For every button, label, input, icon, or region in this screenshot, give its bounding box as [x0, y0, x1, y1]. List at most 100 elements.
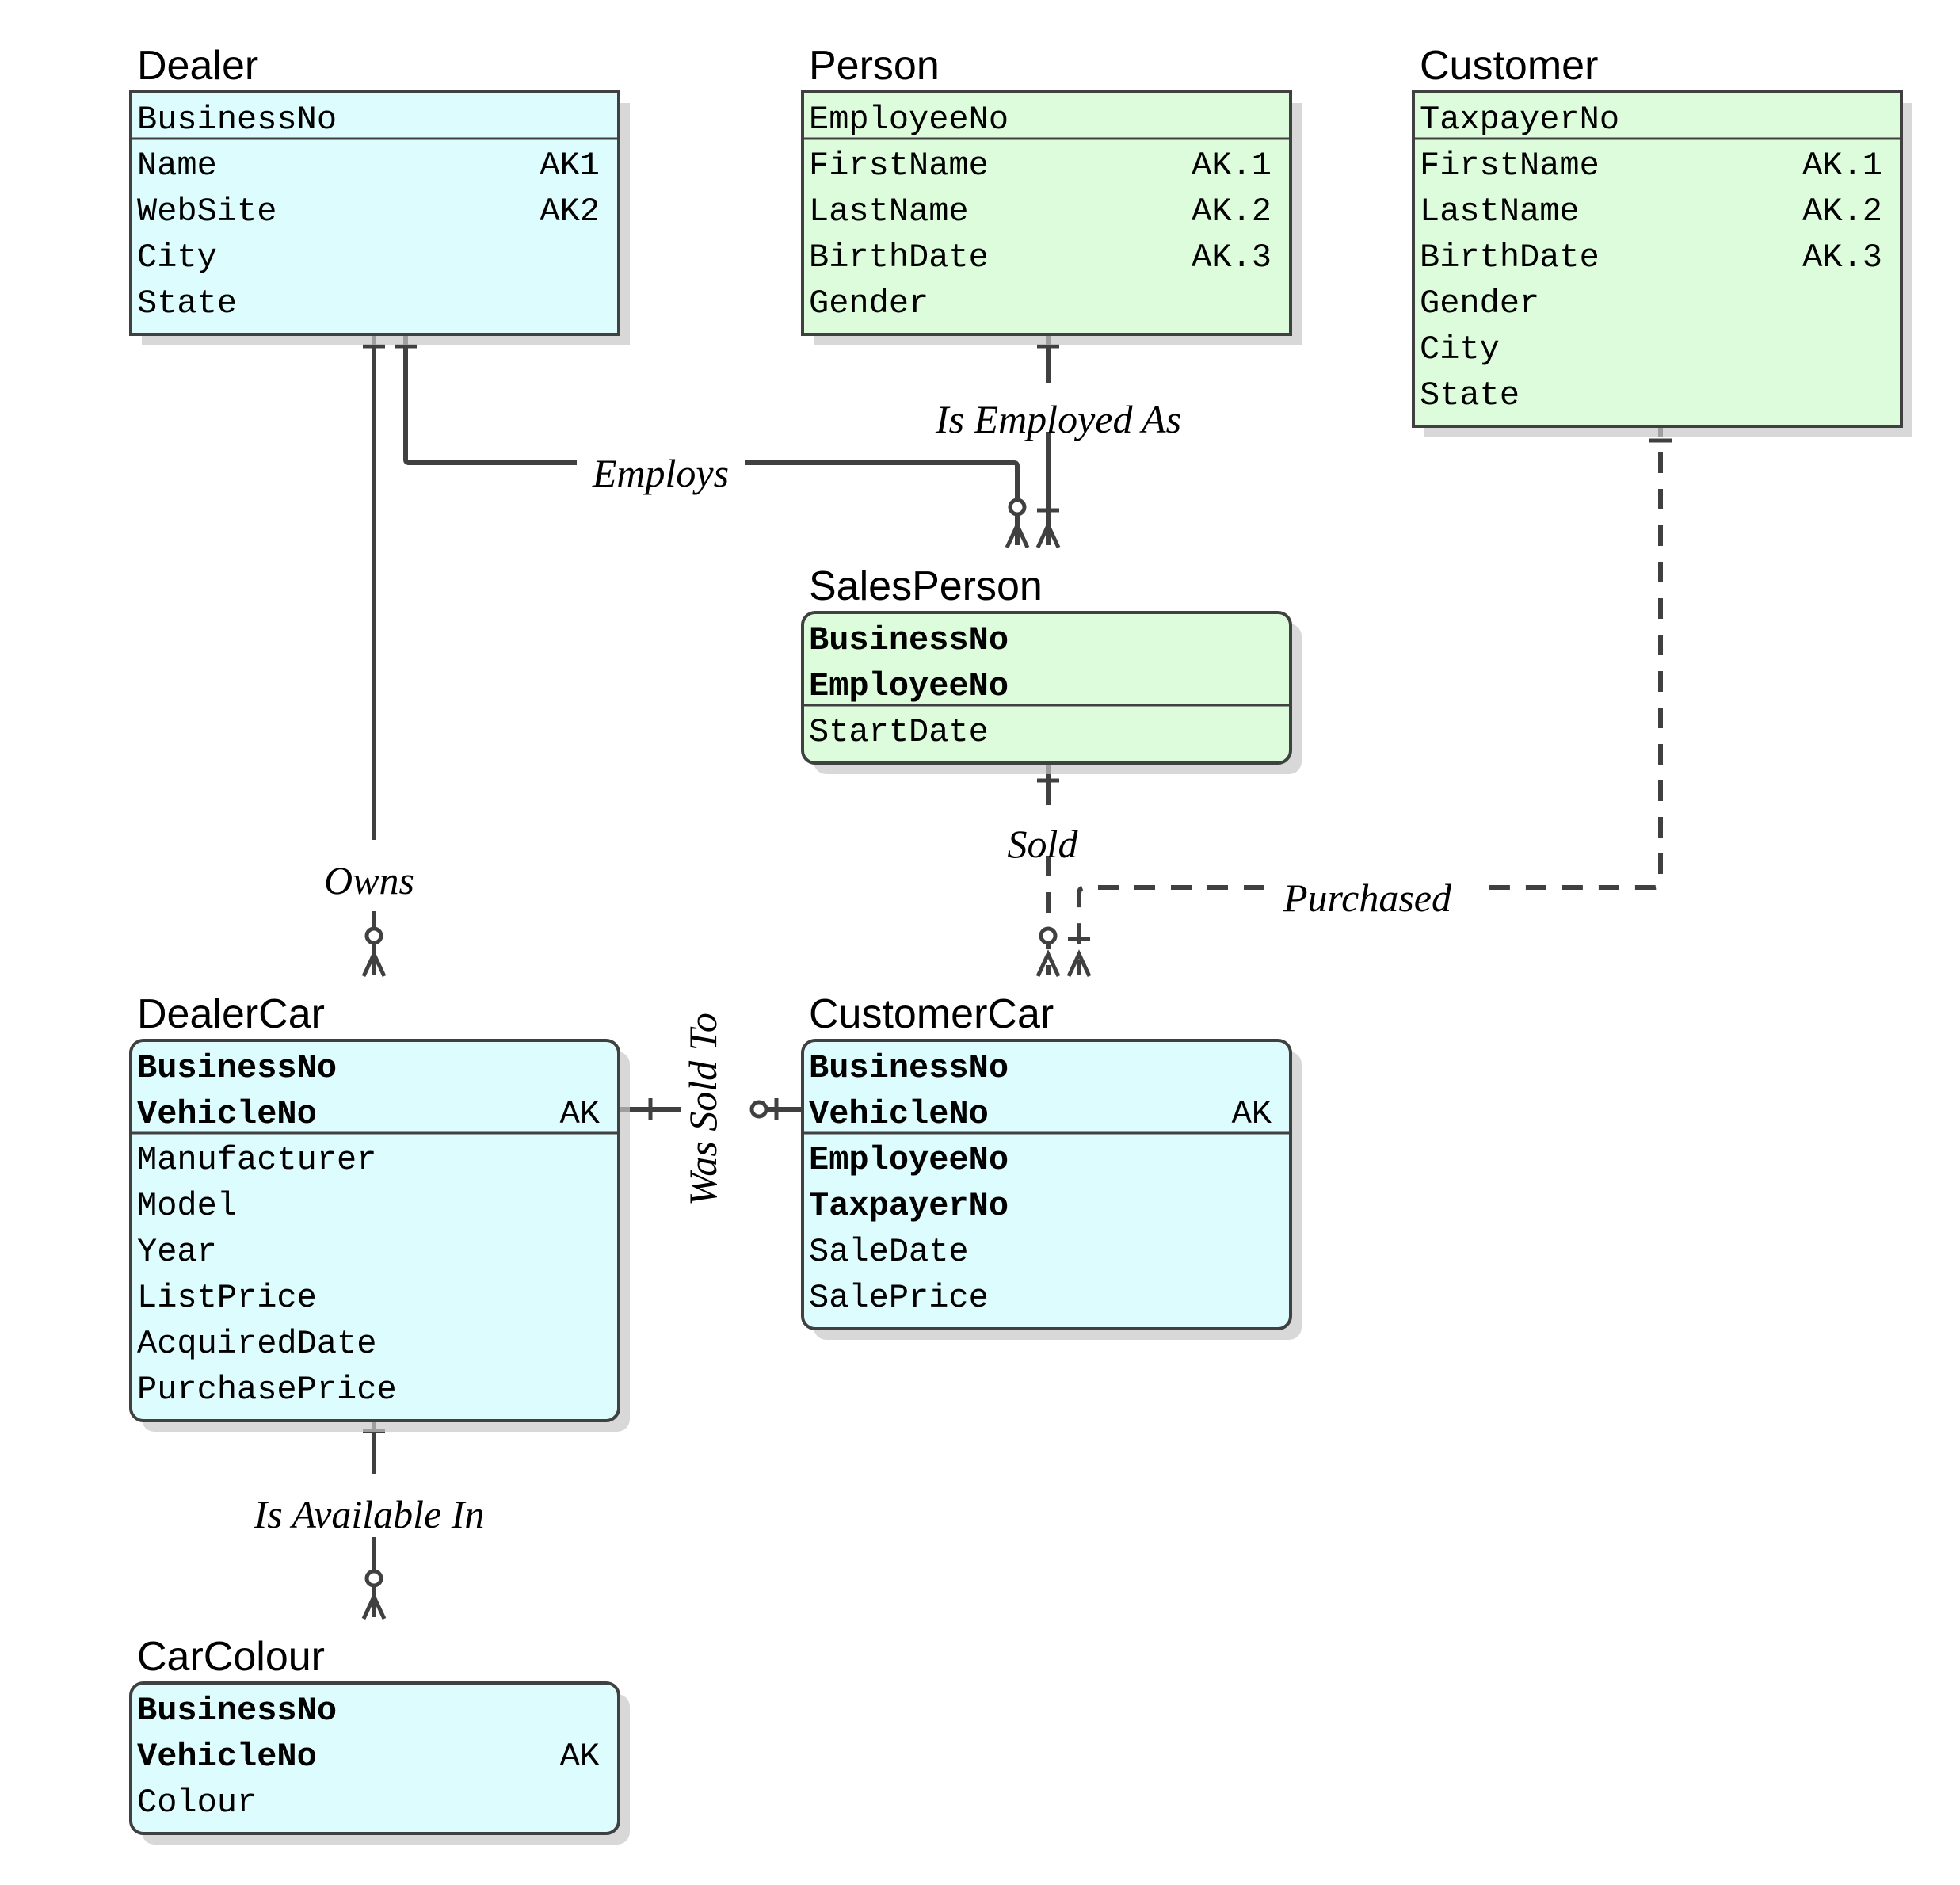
relationship-label: Owns [324, 858, 414, 902]
many-marker [361, 949, 387, 978]
attribute-name: BusinessNo [137, 1049, 337, 1087]
attribute-tag: AK2 [540, 193, 600, 231]
entity-box [801, 611, 1292, 765]
attribute-name: TaxpayerNo [809, 1187, 1009, 1225]
entity-box [1412, 90, 1903, 428]
attribute-tag: AK1 [540, 147, 600, 185]
zero-marker [364, 926, 383, 945]
attribute-name: VehicleNo [137, 1095, 317, 1133]
attribute-name: Model [137, 1187, 237, 1225]
attribute-tag: AK.1 [1802, 147, 1882, 185]
attribute-name: TaxpayerNo [1420, 101, 1619, 139]
relationship-line [1477, 416, 1663, 890]
attribute-name: FirstName [809, 147, 989, 185]
attribute-name: FirstName [1420, 147, 1600, 185]
attribute-tag: AK.2 [1192, 193, 1272, 231]
attribute-name: PurchasePrice [137, 1371, 397, 1409]
relationship-label: Purchased [1283, 876, 1452, 920]
relationship-employs: Employs [395, 326, 1030, 549]
attribute-name: Gender [1420, 284, 1539, 322]
relationship-label: Is Employed As [935, 397, 1181, 441]
many-marker [361, 1592, 387, 1620]
relationship-line [1077, 885, 1264, 975]
attribute-name: EmployeeNo [809, 667, 1009, 705]
relationship-owns: Owns [324, 326, 414, 978]
zero-marker [1039, 926, 1058, 945]
relationship-was-sold-to: Was Sold To [619, 1013, 803, 1206]
attribute-name: WebSite [137, 193, 276, 231]
entity-box [801, 90, 1292, 336]
attribute-name: SalePrice [809, 1279, 989, 1317]
attribute-tag: AK.3 [1192, 238, 1272, 277]
attribute-name: BirthDate [1420, 238, 1600, 277]
attribute-name: Name [137, 147, 217, 185]
entity-box [129, 90, 620, 336]
relationship-label: Sold [1008, 822, 1079, 866]
attribute-tag: AK [560, 1095, 601, 1133]
attribute-name: LastName [1420, 193, 1580, 231]
attribute-name: City [137, 238, 217, 277]
many-marker [1005, 521, 1030, 549]
relationship-label: Employs [592, 451, 729, 495]
attribute-name: LastName [809, 193, 969, 231]
entity-box [801, 1039, 1292, 1330]
attribute-name: BusinessNo [809, 621, 1009, 659]
attribute-name: BusinessNo [137, 101, 337, 139]
attribute-name: SaleDate [809, 1233, 969, 1271]
attribute-name: Year [137, 1233, 217, 1271]
relationship-purchased: Purchased [1066, 416, 1672, 978]
many-marker [1035, 949, 1061, 978]
attribute-name: State [1420, 376, 1520, 414]
entity-title: CarColour [137, 1634, 325, 1680]
relationship-label: Was Sold To [681, 1013, 725, 1206]
attribute-tag: AK.2 [1802, 193, 1882, 231]
entity-title: SalesPerson [809, 563, 1043, 609]
relationship-sold: Sold [1008, 750, 1079, 978]
attribute-name: VehicleNo [137, 1738, 317, 1776]
entity-box [129, 1681, 620, 1835]
attribute-name: City [1420, 330, 1500, 368]
relationship-label: Is Available In [254, 1492, 485, 1536]
relationship-line [403, 326, 577, 465]
entity-title: Dealer [137, 43, 258, 89]
attribute-tag: AK.3 [1802, 238, 1882, 277]
attribute-name: Colour [137, 1784, 257, 1822]
relationship-line [745, 460, 1020, 545]
attribute-name: StartDate [809, 713, 989, 751]
entity-box [129, 1039, 620, 1422]
entity-title: CustomerCar [809, 991, 1054, 1037]
entity-title: Person [809, 43, 940, 89]
attribute-name: Manufacturer [137, 1141, 376, 1179]
attribute-tag: AK [1232, 1095, 1272, 1133]
attribute-name: AcquiredDate [137, 1325, 376, 1363]
attribute-name: BirthDate [809, 238, 989, 277]
attribute-name: EmployeeNo [809, 101, 1009, 139]
many-marker [1035, 521, 1061, 549]
attribute-tag: AK.1 [1192, 147, 1272, 185]
zero-marker [749, 1100, 768, 1119]
attribute-name: State [137, 284, 237, 322]
zero-marker [1008, 498, 1027, 517]
relationship-is-employed-as: Is Employed As [935, 326, 1181, 549]
many-marker [1066, 949, 1092, 978]
attribute-name: BusinessNo [809, 1049, 1009, 1087]
attribute-name: ListPrice [137, 1279, 317, 1317]
zero-marker [364, 1569, 383, 1588]
relationship-is-available-in: Is Available In [254, 1408, 485, 1620]
attribute-tag: AK [560, 1738, 601, 1776]
attribute-name: EmployeeNo [809, 1141, 1009, 1179]
attribute-name: BusinessNo [137, 1692, 337, 1730]
entity-title: DealerCar [137, 991, 325, 1037]
entity-title: Customer [1420, 43, 1598, 89]
attribute-name: VehicleNo [809, 1095, 989, 1133]
